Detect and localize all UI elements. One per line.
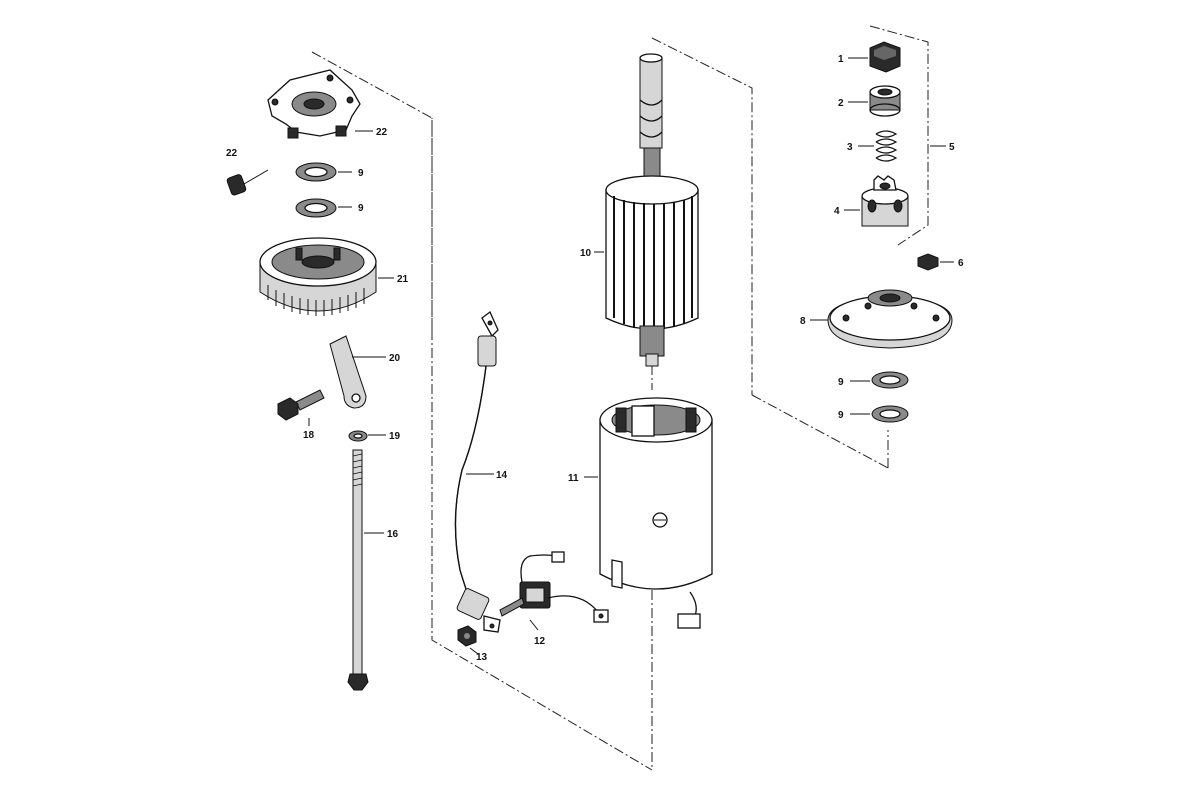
part-8-drive-end-plate <box>810 289 953 349</box>
callout-11: 11 <box>568 473 579 484</box>
part-1-pinion-nut <box>848 41 901 73</box>
callout-9-upper-right: 9 <box>838 377 844 388</box>
callout-14: 14 <box>496 470 508 481</box>
part-2-spacer <box>848 85 901 117</box>
callout-8: 8 <box>800 316 806 327</box>
callout-9-lower-left: 9 <box>358 203 364 214</box>
part-18-bolt <box>277 389 325 426</box>
callout-labels: 1 2 3 4 5 6 8 9 9 9 9 10 11 12 13 14 16 … <box>226 54 964 663</box>
callout-4: 4 <box>834 206 840 217</box>
part-22-end-plate <box>267 69 373 139</box>
callout-9-lower-right: 9 <box>838 410 844 421</box>
part-10-armature <box>594 53 699 367</box>
part-21-end-housing <box>259 237 394 316</box>
callout-19: 19 <box>389 431 401 442</box>
part-11-frame-housing <box>584 397 713 629</box>
part-12-brush-holder <box>499 551 609 631</box>
part-3-spring <box>858 130 898 162</box>
part-19-lock-washer <box>348 430 386 442</box>
part-14-field-lead-wire <box>454 310 501 633</box>
callout-3: 3 <box>847 142 853 153</box>
part-6-nut <box>917 253 954 271</box>
callout-20: 20 <box>389 353 401 364</box>
part-9-washer-lower-right <box>850 405 909 423</box>
part-16-through-bolt <box>347 449 384 691</box>
assembly-guide-lines <box>311 25 929 771</box>
callout-21: 21 <box>397 274 409 285</box>
part-22-screw <box>226 169 269 196</box>
callout-9-upper-left: 9 <box>358 168 364 179</box>
callout-10: 10 <box>580 248 592 259</box>
callout-5: 5 <box>949 142 955 153</box>
part-9-washer-upper-right <box>850 371 909 389</box>
callout-16: 16 <box>387 529 399 540</box>
callout-22-screw: 22 <box>226 148 238 159</box>
callout-6: 6 <box>958 258 964 269</box>
callout-12: 12 <box>534 636 546 647</box>
part-20-terminal-strap <box>329 335 386 409</box>
part-13-nut <box>457 625 479 655</box>
callout-22-end-plate: 22 <box>376 127 388 138</box>
part-9-washer-upper-left <box>295 162 352 182</box>
part-4-drive-pinion <box>844 175 909 227</box>
callout-1: 1 <box>838 54 844 65</box>
callout-2: 2 <box>838 98 844 109</box>
part-9-washer-lower-left <box>295 198 352 218</box>
callout-13: 13 <box>476 652 488 663</box>
callout-18: 18 <box>303 430 315 441</box>
